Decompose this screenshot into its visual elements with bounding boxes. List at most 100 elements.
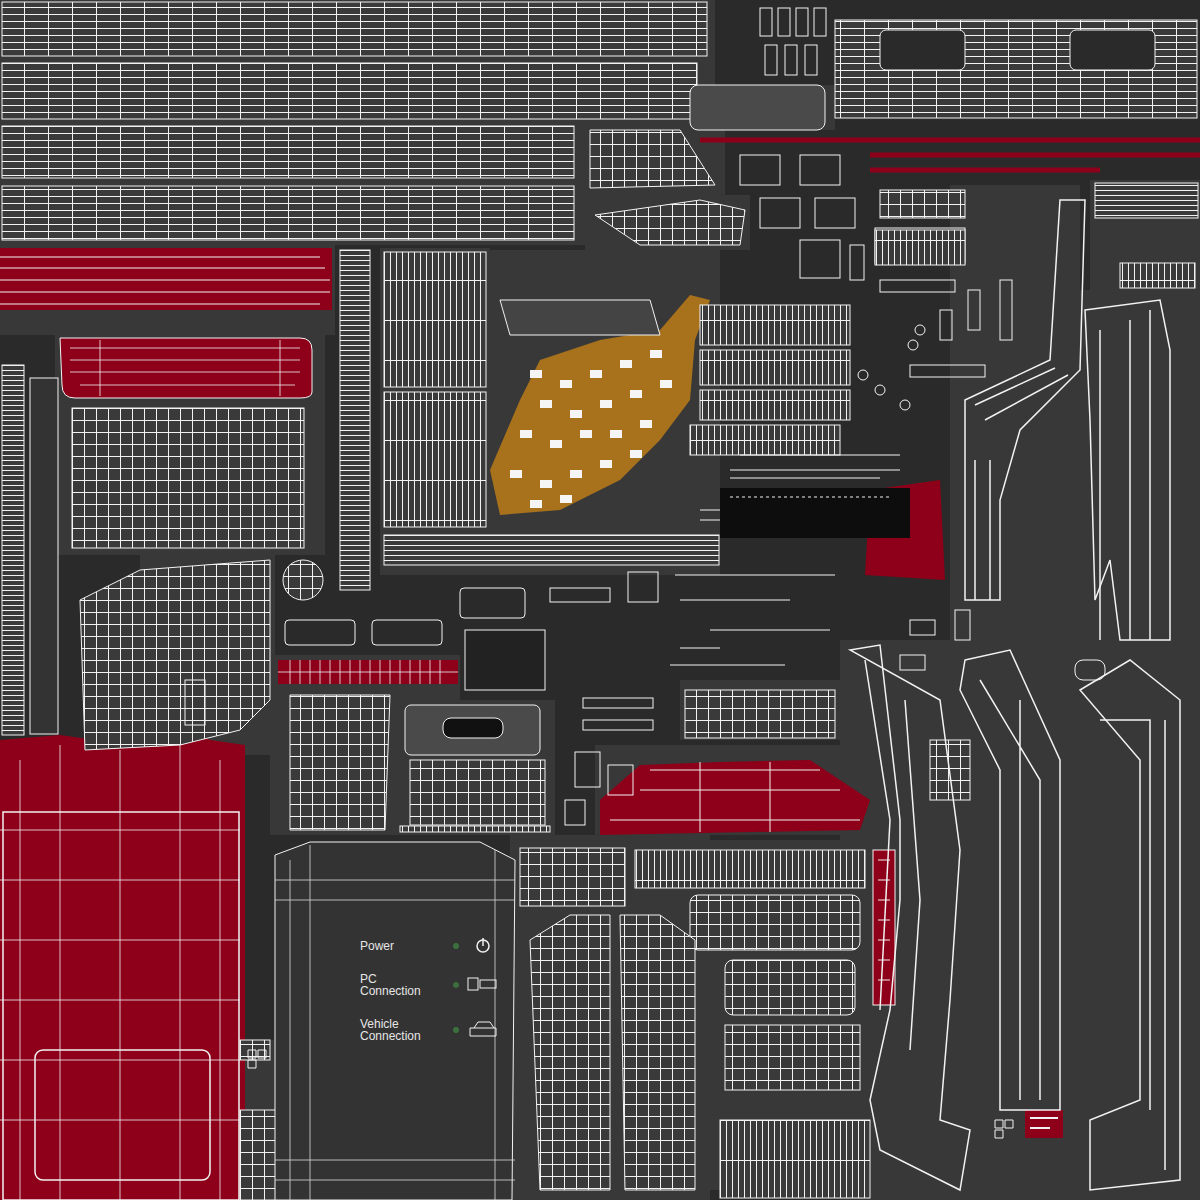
uv-island [600, 760, 870, 835]
panel-label: Power [358, 939, 396, 953]
uv-island [850, 245, 864, 280]
strip-meshes [2, 2, 1198, 288]
uv-island [796, 8, 808, 36]
uv-island [530, 915, 610, 1190]
uv-island [453, 1027, 459, 1033]
uv-island [520, 848, 625, 906]
uv-island [815, 198, 855, 228]
uv-island [372, 620, 442, 645]
uv-island [880, 190, 965, 218]
uv-island [550, 588, 610, 602]
uv-island [635, 850, 865, 888]
uv-island [453, 943, 459, 949]
uv-island [1100, 720, 1165, 1170]
uv-island [785, 45, 797, 75]
uv-island [480, 290, 720, 530]
uv-island [760, 8, 772, 36]
uv-island [800, 155, 840, 185]
uv-island [470, 1022, 496, 1036]
uv-island [2, 2, 707, 56]
uv-island [468, 978, 478, 990]
uv-island [70, 340, 300, 396]
uv-island [700, 305, 850, 345]
uv-island [915, 325, 925, 335]
uv-island [690, 425, 840, 455]
uv-island [185, 680, 205, 725]
uv-island [453, 982, 459, 988]
uv-island [585, 125, 725, 195]
uv-island [730, 497, 890, 498]
uv-island [685, 85, 835, 130]
uv-island [910, 365, 985, 377]
uv-island [500, 300, 660, 335]
red-parts [0, 140, 1200, 1200]
uv-island [940, 310, 952, 340]
uv-island [875, 385, 885, 395]
uv-island [1075, 660, 1105, 680]
uv-island [35, 1050, 210, 1180]
uv-island [285, 620, 355, 645]
uv-island [0, 740, 240, 1200]
uv-island [275, 842, 515, 1200]
uv-island [680, 680, 840, 740]
uv-island [620, 915, 695, 1190]
uv-island [1090, 180, 1200, 290]
uv-island [595, 745, 875, 835]
uv-island [72, 408, 304, 548]
uv-island [460, 588, 525, 618]
uv-island [30, 378, 58, 734]
uv-island [395, 700, 555, 835]
uv-island [465, 630, 545, 690]
uv-island [965, 200, 1085, 600]
uv-island [760, 198, 800, 228]
uv-island [835, 20, 1197, 118]
uv-island [725, 960, 855, 1015]
small-parts [185, 8, 1155, 1138]
uv-island [1080, 660, 1180, 1190]
uv-island [980, 680, 1040, 1100]
uv-island [55, 325, 325, 555]
uv-island [740, 155, 780, 185]
uv-island [968, 290, 980, 330]
uv-island [583, 698, 653, 708]
uv-island [80, 560, 270, 750]
uv-island [1085, 300, 1170, 640]
uv-island [950, 185, 1080, 665]
uv-island [840, 640, 1200, 1200]
uv-island [2, 126, 574, 178]
uv-island [565, 800, 585, 825]
uv-island [900, 400, 910, 410]
uv-island [1070, 30, 1155, 70]
uv-island [670, 575, 835, 665]
uv-island [1030, 1118, 1058, 1128]
uv-island [720, 488, 910, 538]
uv-island [1000, 280, 1012, 340]
duct-meshes [850, 200, 1180, 1190]
uv-island [380, 530, 720, 575]
uv-island [960, 650, 1060, 1110]
uv-island [628, 572, 658, 602]
uv-island [690, 85, 825, 130]
uv-island [0, 730, 245, 1200]
uv-island [900, 655, 925, 670]
uv-island [858, 370, 868, 380]
uv-island [765, 45, 777, 75]
uv-island [805, 45, 817, 75]
uv-island [0, 248, 332, 310]
uv-island [610, 762, 860, 832]
uv-island [248, 1050, 1013, 1138]
uv-island [685, 690, 835, 738]
uv-island [575, 752, 600, 787]
uv-island [490, 295, 710, 515]
uv-island [955, 610, 970, 640]
uv-island [725, 1025, 860, 1090]
uv-island [1100, 310, 1150, 640]
uv-island [800, 240, 840, 278]
uv-island [290, 695, 390, 830]
uv-island [690, 895, 860, 950]
uv-island [60, 338, 312, 398]
uv-island [880, 280, 955, 292]
